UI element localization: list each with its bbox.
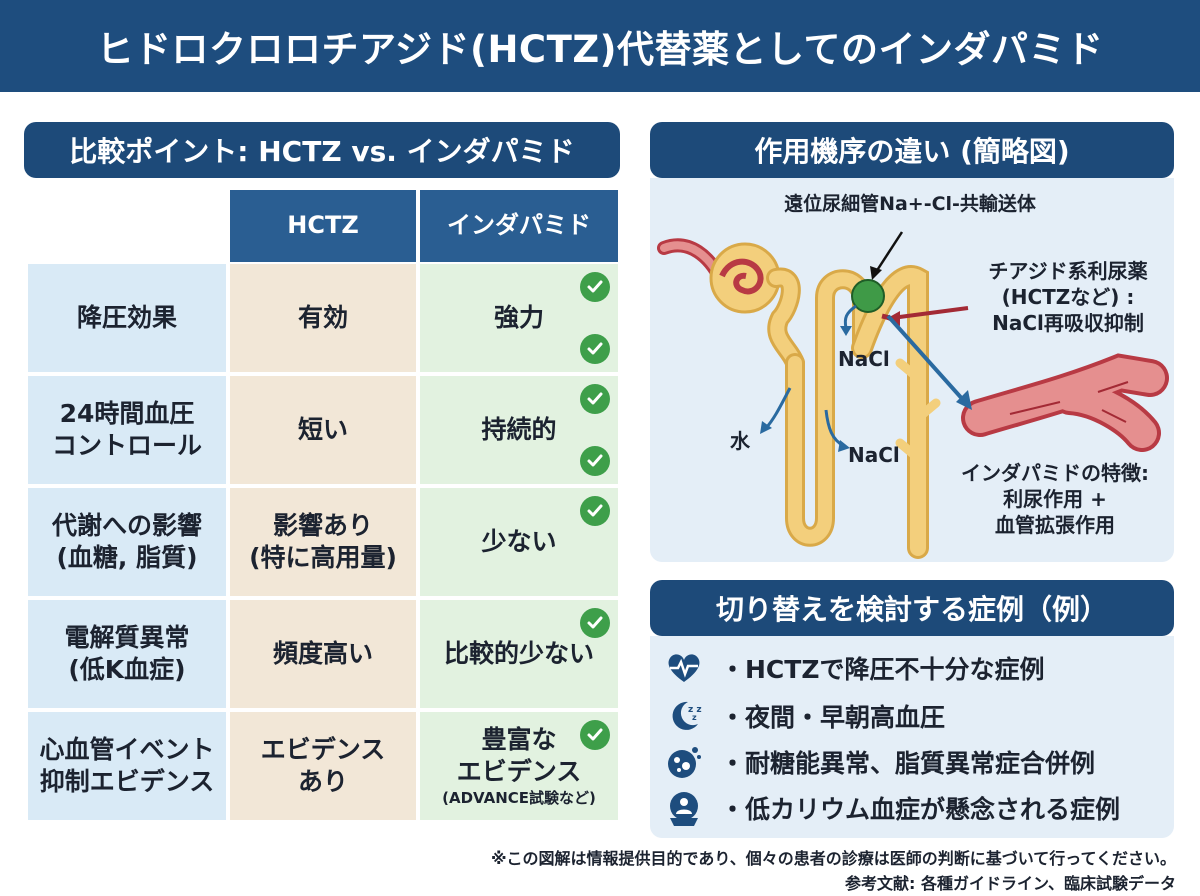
check-icon [580, 384, 610, 414]
table-cell-label: 電解質異常 (低K血症) [28, 600, 226, 708]
references-text: 参考文献: 各種ガイドライン、臨床試験データ [844, 874, 1176, 893]
check-icon [580, 272, 610, 302]
cell-note: (ADVANCE試験など) [442, 788, 596, 807]
cell-line: エビデンス [260, 734, 386, 764]
nacl-label-1: NaCl [838, 347, 890, 371]
thiazide-line-3: NaCl再吸収抑制 [992, 311, 1144, 335]
duct-branches [895, 358, 941, 463]
disclaimer-text: ※この図解は情報提供目的であり、個々の患者の診療は医師の判断に基づいて行ってくだ… [491, 849, 1176, 868]
lipid-droplet-icon [662, 740, 706, 784]
flow-lines [1009, 381, 1129, 423]
case-text: ・HCTZで降圧不十分な症例 [720, 655, 1045, 684]
collecting-duct [854, 268, 926, 556]
column-header-hctz: HCTZ [230, 190, 416, 262]
check-icon [580, 334, 610, 364]
cell-line: 強力 [493, 302, 544, 332]
nephron-diagram [657, 231, 1169, 559]
cotransporter-pointer-head [870, 266, 882, 280]
cell-line: 降圧効果 [76, 302, 177, 332]
comparison-header: 比較ポイント: HCTZ vs. インダパミド [24, 122, 620, 178]
case-text: ・夜間・早朝高血圧 [720, 703, 946, 732]
indapamide-line-2: 利尿作用 + [1003, 487, 1107, 511]
column-header-indapamide: インダパミド [420, 190, 618, 262]
thiazide-line-2: (HCTZなど) : [1001, 285, 1135, 309]
check-icon [580, 446, 610, 476]
water-arrow [764, 387, 792, 430]
table-cell-hctz: 頻度高い [230, 600, 416, 708]
indapamide-line-1: インダパミドの特徴: [961, 461, 1149, 485]
cotransporter-pointer [874, 231, 904, 273]
loop-of-henle [788, 272, 869, 544]
cell-line: 有効 [297, 302, 348, 332]
cell-line: 抑制エビデンス [39, 767, 215, 796]
cell-line: 豊富な [481, 724, 557, 754]
table-cell-label: 24時間血圧コントロール [28, 376, 226, 484]
table-cell-inda: 豊富なエビデンス(ADVANCE試験など) [420, 712, 618, 820]
cell-line: 短い [297, 414, 348, 444]
cell-line: コントロール [51, 431, 202, 460]
page-title: ヒドロクロロチアジド(HCTZ)代替薬としてのインダパミド [0, 0, 1200, 92]
cell-line: 心血管イベント [39, 734, 215, 764]
cotransporter-label: 遠位尿細管Na+-Cl-共輸送体 [784, 193, 1036, 215]
cell-line: 持続的 [481, 414, 557, 444]
table-cell-hctz: 有効 [230, 264, 416, 372]
indapamide-line-3: 血管拡張作用 [995, 513, 1115, 537]
case-text: ・低カリウム血症が懸念される症例 [720, 795, 1121, 824]
table-cell-hctz: 短い [230, 376, 416, 484]
mechanism-header: 作用機序の違い (簡略図) [650, 122, 1174, 178]
cell-line: 代謝への影響 [51, 510, 202, 540]
case-item: ・HCTZで降圧不十分な症例 [662, 646, 1044, 690]
table-cell-hctz: 影響あり (特に高用量) [230, 488, 416, 596]
thiazide-label: チアジド系利尿薬 (HCTZなど) : NaCl再吸収抑制 [968, 258, 1168, 336]
cell-line: 頻度高い [272, 638, 373, 668]
glomerulus [719, 258, 764, 295]
svg-text:z z: z z [688, 705, 702, 715]
nacl-cotransporter [851, 279, 885, 313]
vasodilation-arrow [886, 314, 967, 404]
cell-line: 少ない [481, 526, 557, 556]
nacl-arrow-1 [843, 304, 857, 329]
table-cell-label: 降圧効果 [28, 264, 226, 372]
cell-line: 24時間血圧 [59, 398, 195, 428]
cases-header: 切り替えを検討する症例（例） [650, 580, 1174, 636]
check-icon [580, 496, 610, 526]
table-cell-label: 心血管イベント抑制エビデンス [28, 712, 226, 820]
nacl-arrowhead-2 [838, 440, 850, 452]
thiazide-inhibit-arrow [891, 306, 969, 320]
mechanism-diagram: 遠位尿細管Na+-Cl-共輸送体 NaCl 水 NaCl チアジド系利尿薬 (H… [650, 178, 1174, 562]
table-cell-hctz: エビデンスあり [230, 712, 416, 820]
vasodilation-arrowhead [956, 390, 972, 410]
cell-line: (特に高用量) [249, 543, 397, 572]
indapamide-feature-label: インダパミドの特徴: 利尿作用 + 血管拡張作用 [940, 460, 1170, 538]
thiazide-line-1: チアジド系利尿薬 [988, 259, 1148, 283]
check-icon [580, 720, 610, 750]
heart-pulse-icon [662, 646, 706, 690]
table-cell-label: 代謝への影響 (血糖, 脂質) [28, 488, 226, 596]
thiazide-arrowhead [886, 311, 900, 326]
cell-line: 影響あり [272, 510, 373, 540]
cell-line: 比較的少ない [443, 638, 594, 668]
case-text: ・耐糖能異常、脂質異常症合併例 [720, 749, 1096, 778]
cell-line: (血糖, 脂質) [56, 543, 198, 572]
case-item: ・低カリウム血症が懸念される症例 [662, 786, 1120, 830]
blood-vessel [965, 357, 1165, 448]
case-item: ・耐糖能異常、脂質異常症合併例 [662, 740, 1095, 784]
nacl-arrowhead-1 [840, 326, 852, 336]
nacl-label-2: NaCl [848, 443, 900, 467]
person-concern-icon [662, 786, 706, 830]
proximal-tubule [769, 270, 802, 370]
water-arrowhead [760, 421, 772, 434]
check-icon [580, 608, 610, 638]
cell-line: 電解質異常 [64, 622, 190, 652]
water-label: 水 [730, 429, 750, 453]
svg-text:z: z [692, 713, 697, 722]
cell-line: (低K血症) [68, 655, 186, 684]
cell-line: あり [297, 767, 348, 796]
cell-line: エビデンス [456, 757, 582, 787]
